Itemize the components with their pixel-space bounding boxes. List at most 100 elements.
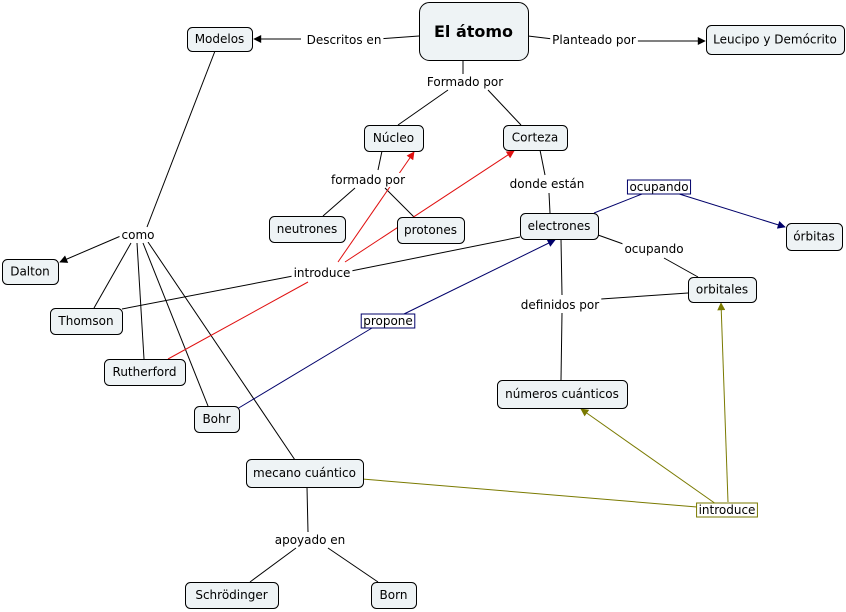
connector-line	[527, 35, 554, 40]
connector-line	[597, 234, 627, 246]
connector-line	[59, 234, 124, 263]
concept-label: protones	[404, 223, 457, 237]
connector-line	[121, 275, 294, 310]
concept-box	[371, 582, 417, 609]
concept-box	[419, 2, 529, 61]
concept-label: Modelos	[195, 32, 245, 46]
concept-label: neutrones	[277, 222, 338, 236]
concept-protones: protones	[397, 217, 465, 244]
connector-line	[322, 187, 356, 217]
connector-line	[717, 302, 729, 503]
connector-line	[361, 478, 698, 508]
concept-box	[688, 277, 757, 303]
link-label-donde: donde están	[507, 177, 587, 191]
concept-electrones: electrones	[520, 213, 599, 240]
concept-thomson: Thomson	[50, 308, 123, 335]
link-label-apoyado: apoyado en	[272, 533, 348, 547]
concept-label: Núcleo	[373, 131, 414, 145]
concept-box	[2, 259, 59, 285]
concept-box	[503, 125, 568, 151]
connector-line	[384, 187, 415, 218]
link-label-introduce1: introduce	[291, 266, 353, 280]
link-label-planteado: Planteado por	[550, 33, 638, 47]
concept-label: mecano cuántico	[253, 466, 356, 480]
link-label-ocupando1: ocupando	[626, 179, 692, 195]
concept-mecano: mecano cuántico	[246, 459, 364, 488]
connector-line	[93, 242, 132, 309]
connector-line	[249, 547, 297, 583]
concept-box	[269, 216, 346, 243]
concept-label: electrones	[528, 219, 591, 233]
connector-line	[593, 193, 643, 214]
concept-nucleo: Núcleo	[364, 125, 424, 152]
link-label-text: definidos por	[521, 298, 599, 312]
link-label-text: formado por	[331, 173, 405, 187]
link-label-formado2: formado por	[329, 173, 408, 187]
concept-box	[706, 25, 845, 55]
concept-box	[104, 359, 186, 386]
link-label-text: introduce	[294, 266, 351, 280]
connector-line	[539, 149, 546, 176]
link-label-como: como	[119, 228, 157, 242]
concept-label: números cuánticos	[505, 387, 619, 401]
connector-line	[327, 547, 379, 583]
concept-box	[364, 125, 424, 152]
concept-label: El átomo	[434, 22, 513, 41]
connector-line	[136, 242, 145, 360]
connector-line	[560, 312, 563, 381]
connector-line	[377, 150, 383, 171]
concept-box	[246, 459, 364, 488]
concept-box	[786, 223, 843, 251]
connector-line	[487, 89, 522, 126]
concept-label: órbitas	[793, 230, 835, 244]
link-label-text: ocupando	[624, 242, 683, 256]
link-label-text: como	[122, 228, 155, 242]
concept-leucipo: Leucipo y Demócrito	[706, 25, 845, 55]
connector-line	[663, 257, 699, 278]
connector-line	[306, 486, 309, 533]
concept-born: Born	[371, 582, 417, 609]
connector-line	[377, 35, 420, 40]
concept-rutherford: Rutherford	[104, 359, 186, 386]
concept-dalton: Dalton	[2, 259, 59, 285]
concept-corteza: Corteza	[503, 125, 568, 151]
connector-line	[560, 238, 563, 296]
concept-label: orbitales	[696, 283, 748, 297]
link-label-ocupando2: ocupando	[622, 242, 686, 256]
connector-line	[236, 327, 373, 410]
concept-atomo: El átomo	[419, 2, 529, 61]
concept-label: Corteza	[512, 131, 558, 145]
concept-numeros: números cuánticos	[497, 380, 628, 409]
concept-orbitas: órbitas	[786, 223, 843, 251]
concept-bohr: Bohr	[194, 406, 240, 433]
connector-line	[350, 236, 521, 272]
concept-box	[185, 582, 279, 609]
link-label-text: propone	[363, 314, 413, 328]
link-label-descritos: Descritos en	[304, 33, 384, 47]
concept-label: Dalton	[10, 265, 50, 279]
connector-line	[675, 192, 786, 229]
concept-box	[194, 406, 240, 433]
link-label-text: ocupando	[629, 180, 688, 194]
connector-line	[344, 150, 515, 263]
connector-line	[397, 89, 449, 126]
concept-orbitales: orbitales	[688, 277, 757, 303]
link-label-formado: Formado por	[424, 75, 506, 89]
connector-line	[147, 241, 296, 461]
concept-label: Bohr	[202, 412, 230, 426]
connector-line	[403, 239, 556, 315]
connector-line	[580, 408, 717, 505]
connector-line	[548, 192, 551, 214]
connector-line	[167, 281, 309, 360]
concept-box	[397, 217, 465, 244]
concept-neutrones: neutrones	[269, 216, 346, 243]
connector-line	[337, 151, 415, 263]
concept-box	[520, 213, 599, 240]
link-label-text: apoyado en	[275, 533, 346, 547]
link-label-text: introduce	[699, 503, 756, 517]
concept-schrodinger: Schrödinger	[185, 582, 279, 609]
link-label-propone: propone	[360, 313, 416, 329]
